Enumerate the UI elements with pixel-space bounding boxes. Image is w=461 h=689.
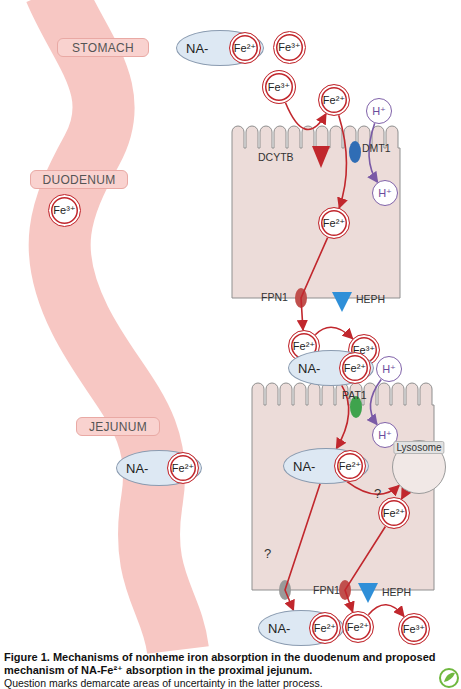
node-text: H⁺ [378,187,392,200]
node-text: NA- [268,621,290,636]
iron-flow-arrow [315,327,352,338]
iron-ion-circle: Fe³⁺ [273,31,306,64]
heph-symbol [358,583,378,603]
iron-ion-circle: Fe³⁺ [48,194,81,227]
logo-leaf [444,673,455,682]
caption-note: Question marks demarcate areas of uncert… [4,677,444,689]
node-text: Fe²⁺ [344,362,366,375]
node-text: Fe²⁺ [383,507,405,520]
transporter-name: DCYTB [258,151,294,163]
nicotianamine-complex: NA- Fe²⁺ [288,350,374,386]
node-text: NA- [293,459,315,474]
node-text: JEJUNUM [89,420,147,434]
dcytb-symbol [312,146,330,168]
dmt1-symbol [349,141,361,163]
node-text: Fe²⁺ [323,217,345,230]
transporter-name: FPN1 [261,291,288,303]
heph-symbol [332,292,352,312]
duodenal-enterocyte [232,126,400,298]
iron-flow-arrow [301,238,328,330]
node-text: NA- [126,461,148,476]
node-text: NA- [186,41,208,56]
iron-flow-arrow [339,115,347,208]
enzyme-name: HEPH [382,586,411,598]
node-text: Fe²⁺ [314,622,336,635]
node-text: Fe³⁺ [403,623,425,636]
iron-ion-circle: Fe²⁺ [229,32,261,64]
enzyme-name: HEPH [356,293,385,305]
nicotianamine-complex: NA- Fe²⁺ [116,450,202,486]
region-label-box: STOMACH [57,38,149,57]
proton-circle: H⁺ [372,180,398,206]
uncertainty-mark: ? [374,486,381,501]
node-text: Lysosome [393,441,444,454]
iron-ion-circle: Fe²⁺ [318,84,350,116]
proton-circle: H⁺ [366,98,392,124]
nicotianamine-complex: NA- Fe²⁺ [258,610,344,646]
proton-circle: H⁺ [376,356,402,382]
iron-ion-circle: Fe²⁺ [339,352,371,384]
node-text: STOMACH [72,41,134,55]
uncertainty-mark: ? [264,546,271,561]
node-text: Fe³⁺ [278,41,300,54]
node-text: H⁺ [378,429,392,442]
nicotianamine-complex: NA- Fe²⁺ [176,30,264,66]
node-text: DUODENUM [42,173,115,187]
iron-ion-circle: Fe²⁺ [309,612,341,644]
transporter-name: PAT1 [342,389,367,401]
iron-ion-circle: Fe²⁺ [334,450,366,482]
region-label-box: JEJUNUM [76,417,160,436]
nicotianamine-complex: NA- Fe²⁺ [283,448,369,484]
iron-ion-circle: Fe²⁺ [342,611,374,643]
node-text: Fe²⁺ [323,94,345,107]
node-text: H⁺ [382,363,396,376]
node-text: H⁺ [372,105,386,118]
transporter-name: FPN1 [313,584,340,596]
node-text: Fe²⁺ [339,460,361,473]
figure-caption: Figure 1. Mechanisms of nonheme iron abs… [4,651,456,677]
iron-ion-circle: Fe²⁺ [318,207,350,239]
node-text: Fe³⁺ [53,204,75,217]
node-text: NA- [298,361,320,376]
node-text: Fe²⁺ [347,621,369,634]
node-text: Fe³⁺ [268,81,290,94]
region-label-box: DUODENUM [30,170,128,189]
intestine-band [55,0,178,650]
node-text: Fe²⁺ [293,340,315,353]
iron-flow-arrow [368,605,404,617]
iron-ion-circle: Fe²⁺ [378,497,410,529]
iron-flow-arrow [345,527,385,612]
iron-flow-arrow [402,491,407,499]
iron-ion-circle: Fe²⁺ [167,452,199,484]
node-text: Fe²⁺ [172,462,194,475]
proton-flow-arrow [370,379,381,424]
iron-flow-arrow [347,482,399,495]
transporter-name: DMT1 [362,142,391,154]
iron-ion-circle: Fe³⁺ [398,613,430,645]
node-text: Fe²⁺ [234,42,256,55]
lysosome-circle: Lysosome [392,440,446,494]
logo-mark [440,669,458,687]
iron-ion-circle: Fe³⁺ [262,70,296,104]
